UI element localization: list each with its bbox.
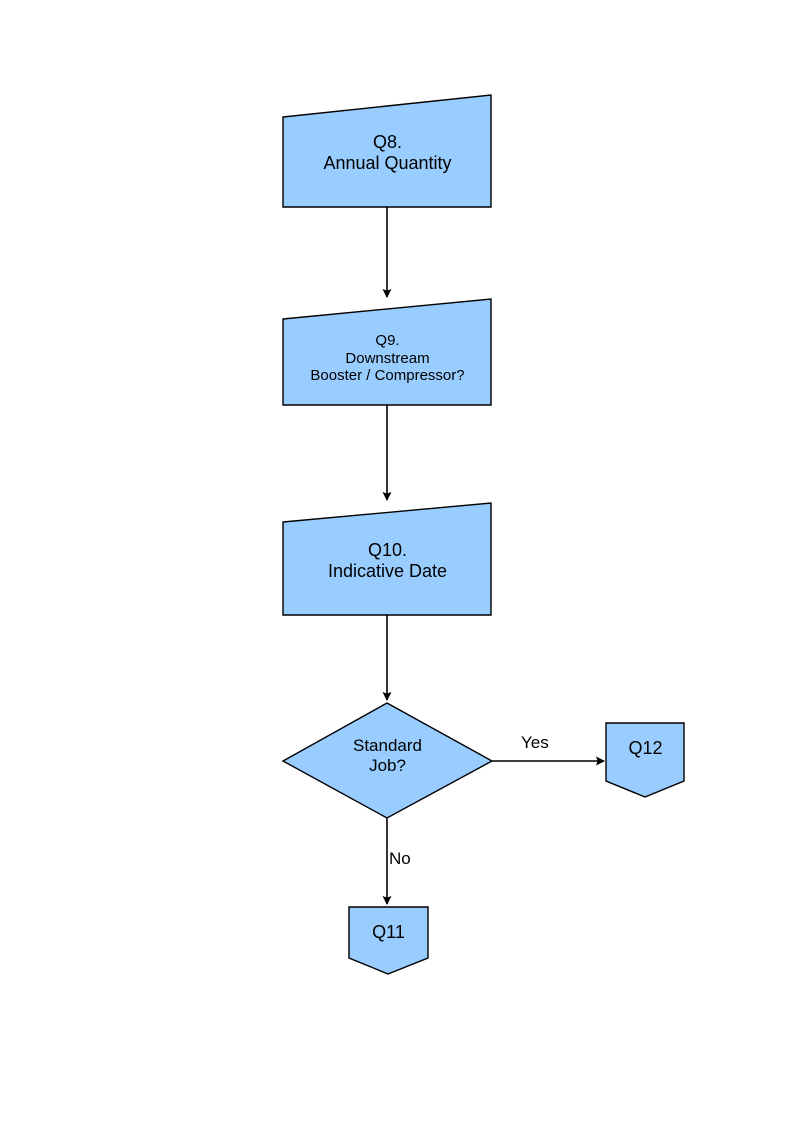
edge-label-no: No	[389, 849, 411, 868]
node-q9-shape[interactable]	[282, 298, 492, 406]
node-decision-shape[interactable]	[281, 702, 494, 819]
node-q12-shape[interactable]	[605, 722, 685, 798]
node-q11-shape[interactable]	[348, 906, 429, 975]
node-q8-shape[interactable]	[282, 94, 492, 208]
node-q10-shape[interactable]	[282, 502, 492, 616]
edge-label-yes: Yes	[521, 733, 549, 752]
